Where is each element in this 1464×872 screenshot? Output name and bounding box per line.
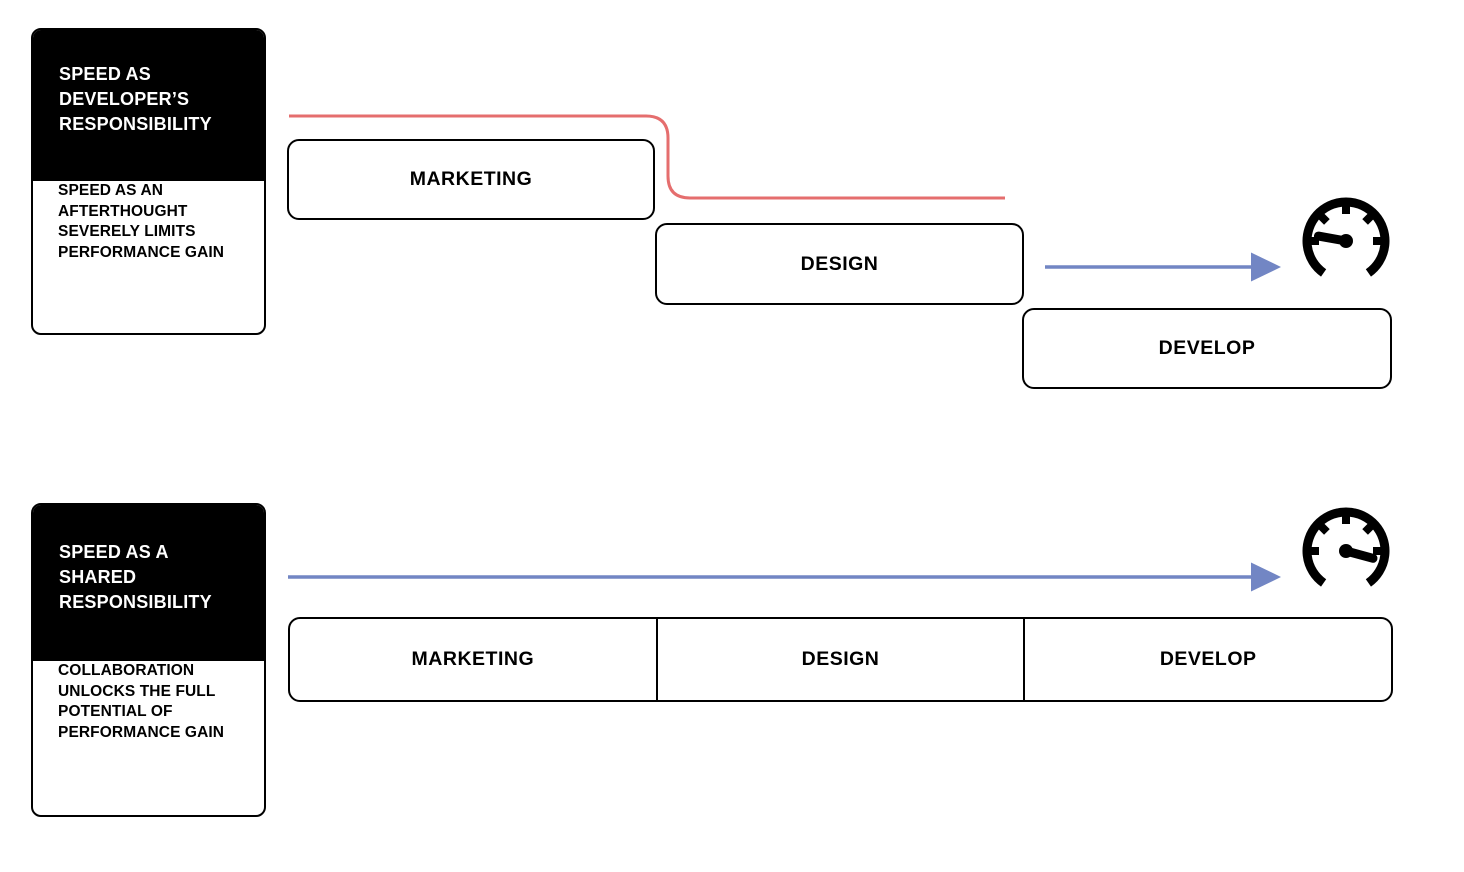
info-card-shared: SPEED AS A SHARED RESPONSIBILITY COLLABO… [31, 503, 266, 817]
pipeline-cell-marketing: MARKETING [290, 619, 656, 700]
stage-label: MARKETING [409, 168, 533, 190]
card-subtitle: SPEED AS AN AFTERTHOUGHT SEVERELY LIMITS… [58, 182, 225, 261]
speedometer-high-icon [1302, 507, 1390, 587]
stage-box-design-waterfall: DESIGN [655, 223, 1024, 305]
stage-label: DEVELOP [1158, 337, 1256, 359]
card-title: SPEED AS A SHARED RESPONSIBILITY [59, 541, 212, 612]
stage-box-develop-waterfall: DEVELOP [1022, 308, 1392, 389]
card-subtitle-panel: SPEED AS AN AFTERTHOUGHT SEVERELY LIMITS… [33, 181, 264, 271]
card-subtitle-panel: COLLABORATION UNLOCKS THE FULL POTENTIAL… [33, 661, 264, 751]
pipeline-cell-develop: DEVELOP [1025, 619, 1391, 700]
stage-label: DESIGN [800, 252, 879, 275]
card-title-panel: SPEED AS DEVELOPER’S RESPONSIBILITY [33, 30, 264, 181]
card-title: SPEED AS DEVELOPER’S RESPONSIBILITY [59, 64, 212, 134]
card-title-panel: SPEED AS A SHARED RESPONSIBILITY [33, 505, 264, 661]
info-card-waterfall: SPEED AS DEVELOPER’S RESPONSIBILITY SPEE… [31, 28, 266, 335]
speed-arrow-waterfall [1045, 252, 1281, 282]
speed-arrow-shared [288, 562, 1281, 592]
stage-box-marketing-waterfall: MARKETING [287, 139, 655, 220]
pipeline-cell-design: DESIGN [655, 619, 1026, 700]
speedometer-low-icon [1302, 197, 1390, 277]
arrowhead-icon [1251, 562, 1281, 592]
card-subtitle: COLLABORATION UNLOCKS THE FULL POTENTIAL… [58, 662, 225, 741]
stage-label: MARKETING [411, 648, 535, 670]
arrowhead-icon [1251, 252, 1281, 282]
stage-label: DESIGN [801, 648, 880, 670]
stage-label: DEVELOP [1159, 648, 1257, 670]
shared-pipeline-row: MARKETING DESIGN DEVELOP [288, 617, 1393, 702]
